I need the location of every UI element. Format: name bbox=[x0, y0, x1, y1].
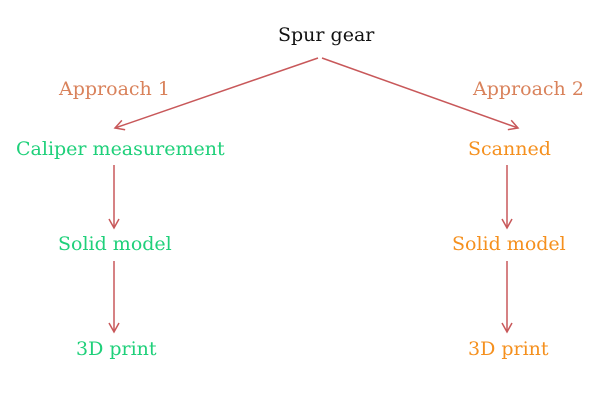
arrow-root-to-left bbox=[113, 57, 319, 131]
root-node-label: Spur gear bbox=[278, 24, 375, 46]
left-step-solid-model: Solid model bbox=[58, 233, 172, 255]
right-step-scanned: Scanned bbox=[468, 138, 551, 160]
left-approach-label: Approach 1 bbox=[59, 78, 170, 100]
arrow-root-to-right bbox=[321, 57, 520, 131]
left-step-caliper-measurement: Caliper measurement bbox=[16, 138, 225, 160]
left-step-3d-print: 3D print bbox=[76, 338, 157, 360]
right-step-solid-model: Solid model bbox=[452, 233, 566, 255]
right-step-3d-print: 3D print bbox=[468, 338, 549, 360]
right-approach-label: Approach 2 bbox=[473, 78, 584, 100]
